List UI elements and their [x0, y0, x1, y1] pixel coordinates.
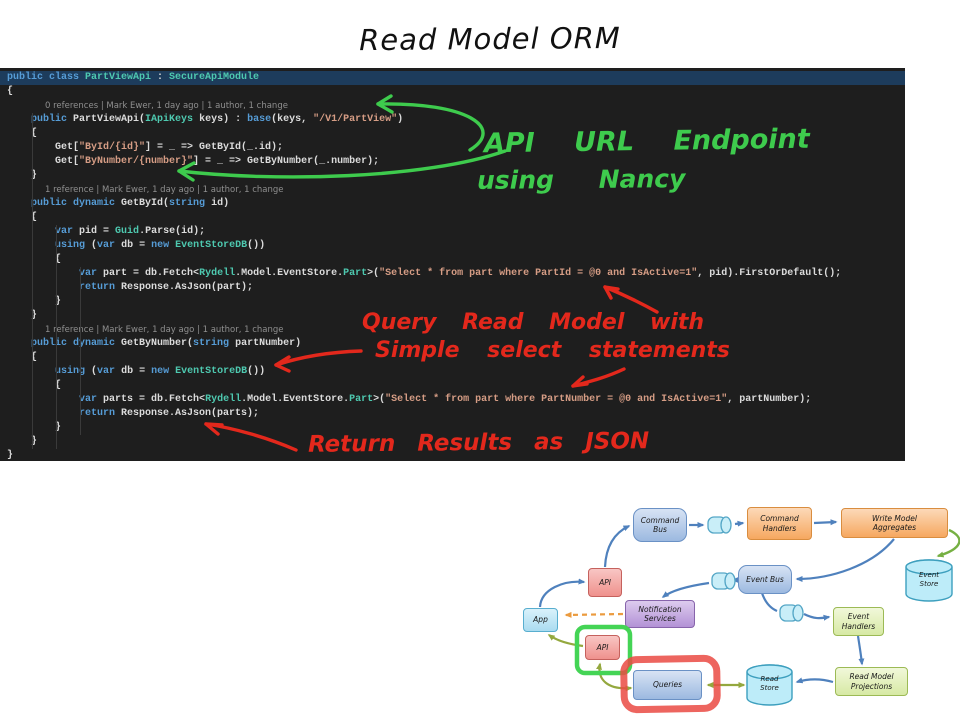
code-line: return Response.AsJson(part);	[79, 282, 254, 293]
code-line: {	[7, 212, 38, 223]
indent-guide	[32, 113, 33, 449]
arrow-write-model-to-event-bus	[795, 538, 895, 582]
arrow-api-to-command-bus	[603, 525, 631, 568]
annotation-red-line1: Query Read Model with	[362, 310, 705, 335]
code-line: var part = db.Fetch<Rydell.Model.EventSt…	[79, 268, 842, 279]
event-store-label: Event Store	[918, 571, 940, 589]
arrow-queue-to-event-handlers	[803, 613, 831, 621]
codelens-line: 0 references | Mark Ewer, 1 day ago | 1 …	[45, 101, 288, 111]
code-line: {	[7, 86, 14, 97]
node-notification-services: Notification Services	[625, 600, 695, 628]
node-label: API	[596, 642, 609, 652]
code-line: var parts = db.Fetch<Rydell.Model.EventS…	[79, 394, 812, 405]
page-title: Read Model ORM	[359, 20, 621, 58]
code-line: }	[7, 170, 38, 181]
node-label: Event Handlers	[841, 612, 876, 631]
code-line: {	[7, 128, 38, 139]
node-command-handlers: Command Handlers	[747, 507, 812, 540]
arrow-app-to-api	[538, 578, 586, 608]
code-line: public class PartViewApi : SecureApiModu…	[0, 71, 905, 85]
node-label: Notification Services	[638, 604, 682, 623]
codelens-line: 1 reference | Mark Ewer, 1 day ago | 1 a…	[45, 325, 284, 335]
queue-cylinder	[707, 516, 804, 622]
code-line: Get["ById/{id}"] = _ => GetById(_.id);	[7, 142, 284, 153]
code-line: return Response.AsJson(parts);	[79, 408, 260, 419]
event-store-cylinder	[905, 559, 953, 602]
code-line: }	[7, 450, 14, 461]
read-store-cylinder	[746, 664, 793, 706]
node-app: App	[523, 608, 558, 632]
annotation-red-line3: Return Results as JSON	[307, 428, 650, 458]
read-store-label: Read Store	[760, 675, 779, 693]
code-line: {	[7, 254, 62, 265]
codelens-line: 1 reference | Mark Ewer, 1 day ago | 1 a…	[45, 185, 284, 195]
arrow-event-handlers-to-projections	[856, 635, 865, 666]
node-read-model-projections: Read Model Projections	[835, 667, 908, 696]
annotation-red-line2: Simple select statements	[375, 338, 730, 363]
diagram-connectors	[538, 516, 960, 706]
indent-guide	[56, 225, 57, 449]
cqrs-diagram: Command Bus Command Handlers Write Model…	[510, 492, 960, 720]
node-label: Write Model Aggregates	[872, 513, 917, 532]
code-line: }	[7, 422, 62, 433]
arrow-notification-to-app-dashed	[564, 611, 624, 618]
node-label: Command Handlers	[760, 514, 799, 533]
node-label: Read Model Projections	[849, 672, 894, 691]
code-line: }	[7, 296, 62, 307]
code-line: Get["ByNumber/{number}"] = _ => GetByNum…	[7, 156, 380, 167]
node-label: App	[533, 615, 548, 625]
node-api-bottom: API	[585, 635, 620, 660]
arrow-queue-to-notification	[661, 581, 710, 598]
arrow-queue-to-command-handlers	[734, 520, 745, 527]
code-lines: public class PartViewApi : SecureApiModu…	[0, 71, 905, 463]
arrow-projections-to-read-store	[795, 677, 834, 684]
arrow-api-to-app	[547, 634, 584, 648]
code-line: }	[7, 436, 38, 447]
code-line: var pid = Guid.Parse(id);	[55, 226, 206, 237]
annotation-green-line2: using Nancy	[476, 164, 686, 195]
node-command-bus: Command Bus	[633, 508, 687, 542]
node-label: Queries	[653, 680, 682, 690]
indent-guide	[80, 267, 81, 435]
node-event-bus: Event Bus	[738, 565, 792, 594]
arrow-queries-to-api	[596, 662, 633, 692]
node-queries: Queries	[633, 670, 702, 700]
code-line: {	[7, 352, 38, 363]
node-label: API	[599, 577, 611, 587]
code-line: public dynamic GetById(string id)	[31, 198, 230, 209]
code-line: public dynamic GetByNumber(string partNu…	[31, 338, 302, 349]
code-line: using (var db = new EventStoreDB())	[55, 366, 266, 377]
arrow-write-model-to-event-store	[936, 528, 960, 558]
node-write-model-aggregates: Write Model Aggregates	[841, 508, 948, 538]
node-event-handlers: Event Handlers	[833, 607, 884, 636]
node-label: Command Bus	[640, 515, 680, 534]
code-line: }	[7, 310, 38, 321]
code-line: using (var db = new EventStoreDB())	[55, 240, 266, 251]
node-label: Event Bus	[746, 574, 784, 584]
arrow-command-handlers-to-write-model	[813, 519, 838, 526]
node-api-top: API	[588, 568, 622, 597]
code-line: {	[7, 380, 62, 391]
arrow-event-bus-to-queue-lower	[760, 592, 778, 613]
annotation-green-line1: API URL Endpoint	[483, 123, 810, 160]
